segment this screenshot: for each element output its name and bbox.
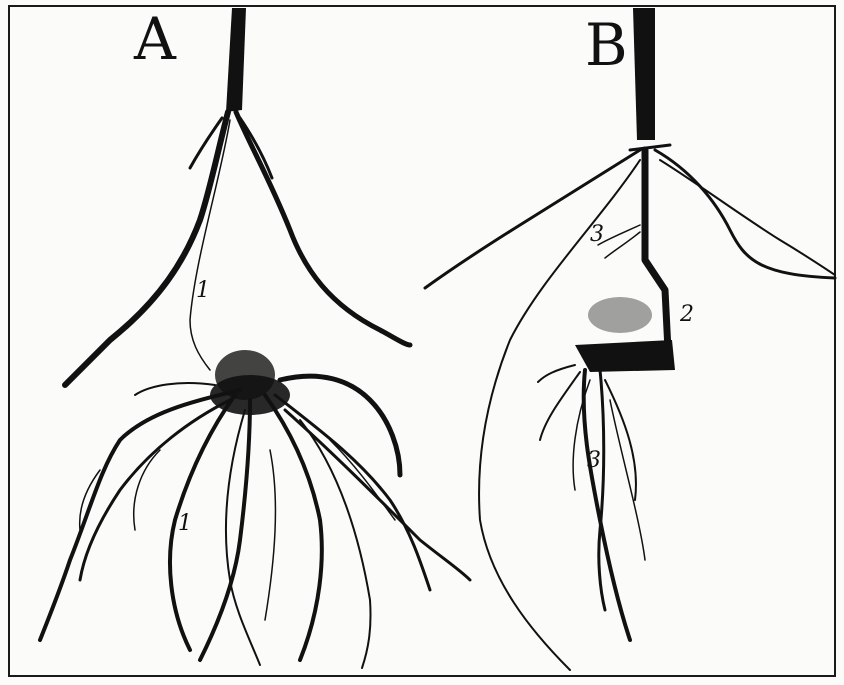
label-a-upper: 1	[196, 280, 210, 302]
label-b-lower-3: 3	[587, 450, 601, 472]
plant-b-crown	[575, 340, 675, 372]
panel-letter-a: A	[134, 10, 176, 68]
label-b-upper-3: 3	[590, 224, 604, 246]
label-b-2: 2	[680, 304, 694, 326]
label-a-lower: 1	[178, 513, 192, 535]
plant-a-stem	[226, 8, 246, 112]
plant-b-stem	[633, 8, 655, 140]
plant-a	[40, 8, 470, 668]
panel-letter-b: B	[585, 16, 628, 74]
plant-b	[425, 8, 835, 670]
